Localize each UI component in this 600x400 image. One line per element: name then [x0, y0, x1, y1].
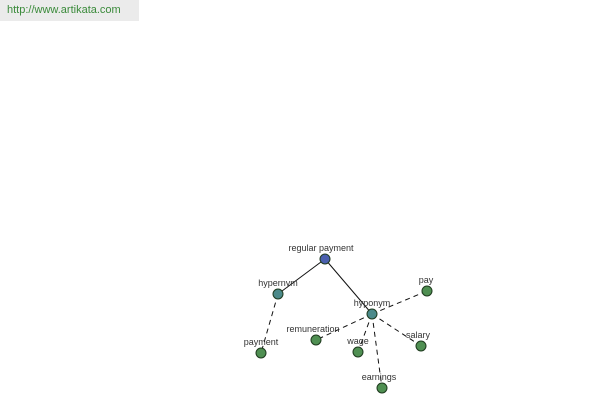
graph-node-payment[interactable]: payment: [244, 337, 279, 359]
node-circle-payment[interactable]: [255, 347, 267, 359]
graph-node-earnings[interactable]: earnings: [362, 372, 397, 394]
node-circle-wage[interactable]: [352, 346, 364, 358]
node-circle-hypernym[interactable]: [272, 288, 284, 300]
node-label-remuneration: remuneration: [286, 324, 339, 334]
node-label-hypernym: hypernym: [258, 278, 298, 288]
edge-hyponym-salary: [371, 313, 422, 347]
site-url-link[interactable]: http://www.artikata.com: [0, 0, 139, 21]
node-label-root: regular payment: [288, 243, 354, 253]
node-label-pay: pay: [419, 275, 434, 285]
node-circle-hyponym[interactable]: [366, 308, 378, 320]
edge-hyponym-pay: [371, 290, 428, 315]
edge-hyponym-wage: [357, 313, 373, 353]
node-label-payment: payment: [244, 337, 279, 347]
graph-node-hyponym[interactable]: hyponym: [354, 298, 391, 320]
node-label-wage: wage: [346, 336, 369, 346]
graph-node-salary[interactable]: salary: [406, 330, 431, 352]
graph-node-hypernym[interactable]: hypernym: [258, 278, 298, 300]
graph-node-root[interactable]: regular payment: [288, 243, 354, 265]
graph-node-remuneration[interactable]: remuneration: [286, 324, 340, 346]
node-circle-salary[interactable]: [415, 340, 427, 352]
node-circle-remuneration[interactable]: [310, 334, 322, 346]
edge-hyponym-earnings: [371, 313, 383, 389]
edge-root-hyponym: [324, 258, 373, 315]
graph-edges: [260, 258, 428, 389]
node-label-hyponym: hyponym: [354, 298, 391, 308]
graph-node-pay[interactable]: pay: [419, 275, 434, 297]
edge-root-hypernym: [277, 258, 326, 295]
node-label-earnings: earnings: [362, 372, 397, 382]
node-circle-earnings[interactable]: [376, 382, 388, 394]
node-label-salary: salary: [406, 330, 431, 340]
graph-node-wage[interactable]: wage: [346, 336, 369, 358]
edge-hypernym-payment: [260, 293, 279, 354]
node-circle-root[interactable]: [319, 253, 331, 265]
edge-hyponym-remuneration: [315, 313, 373, 341]
graph-nodes: regular payment hypernym hyponym payment pay…: [244, 243, 434, 394]
node-circle-pay[interactable]: [421, 285, 433, 297]
